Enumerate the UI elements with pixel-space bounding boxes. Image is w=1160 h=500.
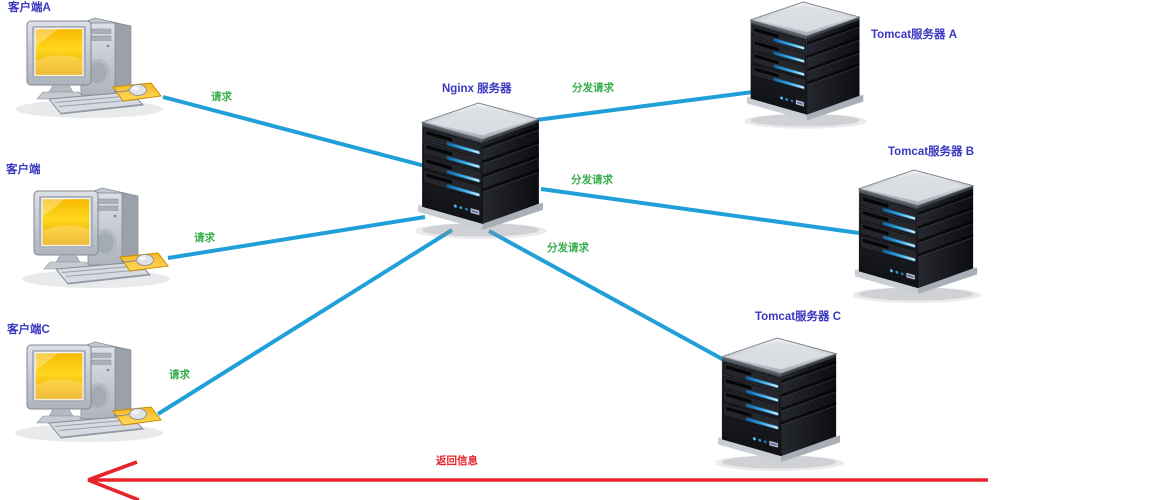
server-tower-icon	[745, 0, 867, 130]
server-tower-icon	[716, 333, 844, 471]
edge-client-b-to-nginx	[167, 215, 426, 260]
tomcat-b-label: Tomcat服务器 B	[888, 146, 975, 158]
return-info-label: 返回信息	[436, 455, 478, 467]
request-label-1: 请求	[211, 91, 232, 103]
server-tower-icon	[853, 165, 981, 303]
server-tower-icon	[416, 98, 547, 239]
client-b-label: 客户端	[6, 164, 41, 176]
tomcat-a-label: Tomcat服务器 A	[871, 29, 958, 41]
edge-client-a-to-nginx	[162, 95, 426, 168]
client-c-node	[1, 331, 166, 446]
tomcat-c-label: Tomcat服务器 C	[755, 311, 842, 323]
nginx-server-node	[416, 98, 547, 239]
tomcat-a-node	[745, 0, 867, 130]
desktop-computer-icon	[1, 7, 166, 122]
desktop-computer-icon	[8, 177, 173, 292]
nginx-server-label: Nginx 服务器	[442, 83, 512, 95]
request-label-3: 请求	[169, 369, 190, 381]
edge-client-c-to-nginx	[156, 228, 454, 416]
client-c-label: 客户端C	[7, 324, 50, 336]
desktop-computer-icon	[1, 331, 166, 446]
request-label-2: 请求	[194, 232, 215, 244]
tomcat-c-node	[716, 333, 844, 471]
edge-nginx-to-tomcat-c	[488, 229, 725, 362]
client-a-node	[1, 7, 166, 122]
client-a-label: 客户端A	[8, 2, 51, 14]
client-b-node	[8, 177, 173, 292]
edge-nginx-to-tomcat-b	[540, 187, 860, 235]
return-arrow	[87, 460, 988, 500]
dispatch-label-3: 分发请求	[547, 242, 589, 254]
edge-nginx-to-tomcat-a	[535, 90, 754, 122]
tomcat-b-node	[853, 165, 981, 303]
dispatch-label-2: 分发请求	[571, 174, 613, 186]
dispatch-label-1: 分发请求	[572, 82, 614, 94]
